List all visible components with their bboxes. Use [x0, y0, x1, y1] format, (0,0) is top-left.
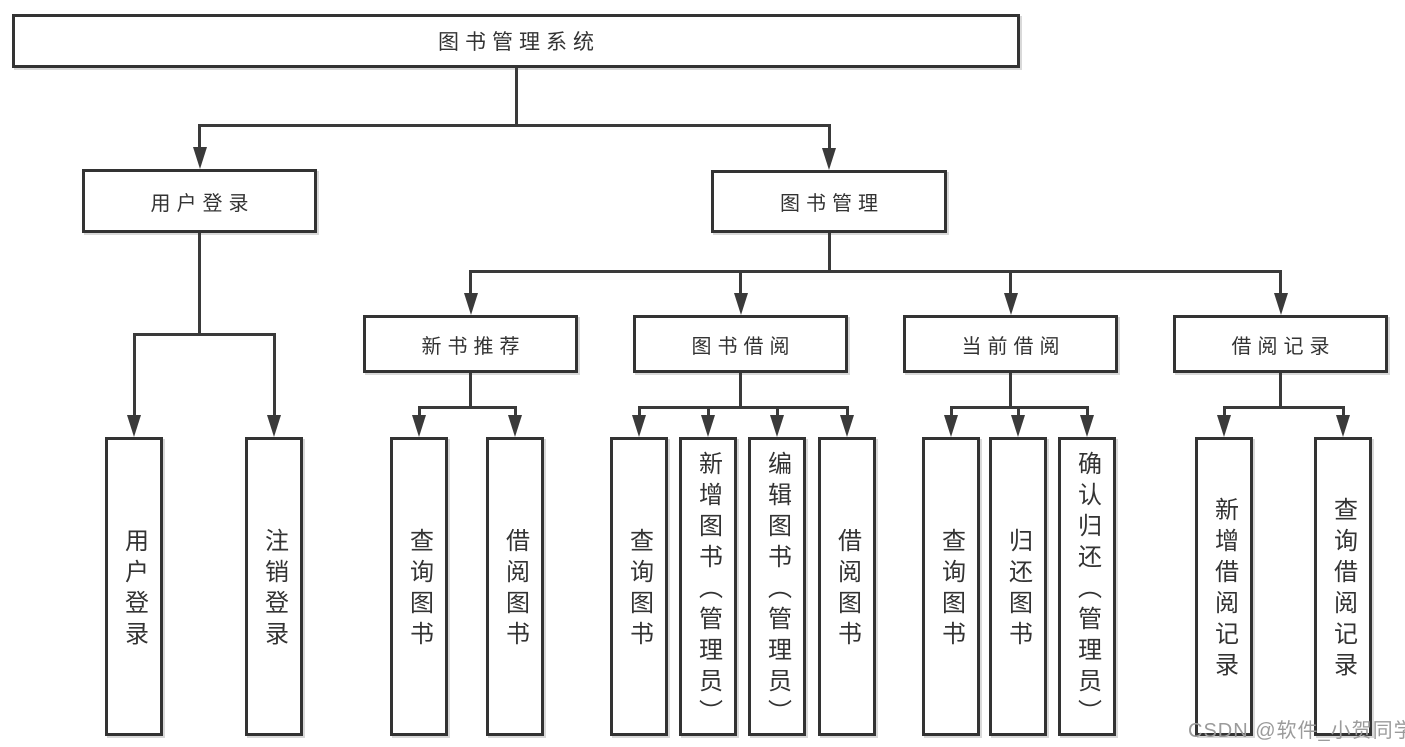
connector-drop-node-book-borrow: [739, 271, 742, 297]
node-current-borrow: 当前借阅: [903, 315, 1118, 373]
connector-stem-node-new-book-recommend: [469, 373, 472, 409]
node-label: 查询图书: [405, 528, 433, 652]
node-label: 查询图书: [625, 528, 653, 652]
connector-drop-node-new-book-recommend: [469, 271, 472, 297]
connector-drop-node-leaf-query-books-borrow: [637, 407, 641, 419]
node-leaf-borrow-books-recommend: 借阅图书: [486, 437, 544, 736]
node-label: 新书推荐: [421, 335, 526, 358]
connector-drop-node-leaf-borrow-books: [845, 407, 849, 419]
connector-stem-node-borrow-records: [1279, 373, 1282, 409]
node-label: 用户登录: [120, 528, 148, 652]
node-leaf-query-books-current: 查询图书: [922, 437, 980, 736]
down-arrowhead-icon-node-leaf-add-borrow-record: [1217, 415, 1231, 437]
node-label: 查询借阅记录: [1329, 497, 1357, 683]
node-book-management: 图书管理: [711, 170, 947, 233]
down-arrowhead-icon-node-current-borrow: [1003, 293, 1018, 315]
node-borrow-records: 借阅记录: [1173, 315, 1388, 373]
connector-drop-node-leaf-confirm-return-admin: [1085, 407, 1089, 419]
down-arrowhead-icon-node-leaf-add-books-admin: [701, 415, 715, 437]
node-new-book-recommend: 新书推荐: [363, 315, 578, 373]
connector-drop-node-leaf-return-books: [1016, 407, 1020, 419]
node-label: 图书管理系统: [438, 31, 600, 54]
node-user-login: 用户登录: [82, 169, 317, 233]
down-arrowhead-icon-node-leaf-return-books: [1011, 415, 1025, 437]
down-arrowhead-icon-node-leaf-edit-books-admin: [770, 415, 784, 437]
node-leaf-query-borrow-record: 查询借阅记录: [1314, 437, 1372, 736]
node-label: 查询图书: [937, 528, 965, 652]
connector-drop-node-leaf-logout: [272, 334, 276, 419]
connector-split-node-user-login: [132, 332, 276, 336]
node-leaf-edit-books-admin: 编辑图书（管理员）: [748, 437, 806, 736]
connector-drop-node-leaf-add-borrow-record: [1222, 407, 1226, 419]
down-arrowhead-icon-node-book-borrow: [733, 293, 748, 315]
connector-drop-node-leaf-user-login: [132, 334, 136, 419]
connector-stem-node-book-borrow: [739, 373, 742, 409]
node-leaf-return-books: 归还图书: [989, 437, 1047, 736]
node-leaf-query-books-recommend: 查询图书: [390, 437, 448, 736]
down-arrowhead-icon-node-leaf-query-borrow-record: [1336, 415, 1350, 437]
node-leaf-query-books-borrow: 查询图书: [610, 437, 668, 736]
node-leaf-confirm-return-admin: 确认归还（管理员）: [1058, 437, 1116, 736]
down-arrowhead-icon-node-book-management: [822, 148, 836, 170]
node-label: 归还图书: [1004, 528, 1032, 652]
down-arrowhead-icon-node-leaf-borrow-books-recommend: [508, 415, 522, 437]
node-leaf-borrow-books: 借阅图书: [818, 437, 876, 736]
node-label: 注销登录: [260, 528, 288, 652]
node-label: 确认归还（管理员）: [1073, 450, 1101, 730]
connector-drop-node-borrow-records: [1279, 271, 1282, 297]
down-arrowhead-icon-node-leaf-confirm-return-admin: [1080, 415, 1094, 437]
connector-drop-node-user-login: [198, 125, 201, 151]
connector-split-node-new-book-recommend: [417, 405, 517, 409]
connector-drop-node-current-borrow: [1009, 271, 1012, 297]
down-arrowhead-icon-node-leaf-logout: [267, 415, 281, 437]
connector-drop-node-leaf-query-borrow-record: [1341, 407, 1345, 419]
node-leaf-add-borrow-record: 新增借阅记录: [1195, 437, 1253, 736]
node-label: 图书借阅: [691, 335, 796, 358]
csdn-watermark: CSDN @软件_小贺同学: [1188, 720, 1405, 742]
node-label: 图书管理: [780, 193, 884, 215]
down-arrowhead-icon-node-leaf-query-books-current: [944, 415, 958, 437]
down-arrowhead-icon-node-new-book-recommend: [463, 293, 478, 315]
node-leaf-add-books-admin: 新增图书（管理员）: [679, 437, 737, 736]
node-label: 借阅记录: [1231, 335, 1336, 358]
node-label: 借阅图书: [833, 528, 861, 652]
down-arrowhead-icon-node-leaf-query-books-borrow: [632, 415, 646, 437]
node-label: 新增图书（管理员）: [694, 450, 722, 730]
node-leaf-logout: 注销登录: [245, 437, 303, 736]
connector-split-node-book-borrow: [637, 405, 849, 409]
node-label: 借阅图书: [501, 528, 529, 652]
node-label: 当前借阅: [961, 335, 1066, 358]
node-leaf-user-login: 用户登录: [105, 437, 163, 736]
down-arrowhead-icon-node-leaf-query-books-recommend: [412, 415, 426, 437]
connector-drop-node-leaf-add-books-admin: [706, 407, 710, 419]
down-arrowhead-icon-node-borrow-records: [1273, 293, 1288, 315]
connector-drop-node-book-management: [827, 125, 831, 152]
connector-split-node-book-management: [469, 269, 1282, 273]
down-arrowhead-icon-node-user-login: [192, 147, 207, 169]
connector-drop-node-leaf-borrow-books-recommend: [513, 407, 517, 419]
node-library-system: 图书管理系统: [12, 14, 1020, 68]
connector-split-node-library-system: [198, 123, 831, 127]
connector-drop-node-leaf-query-books-current: [949, 407, 953, 419]
connector-drop-node-leaf-query-books-recommend: [417, 407, 421, 419]
node-label: 编辑图书（管理员）: [763, 450, 791, 730]
connector-stem-node-user-login: [198, 233, 201, 336]
connector-stem-node-library-system: [514, 68, 518, 127]
node-label: 用户登录: [150, 192, 255, 215]
down-arrowhead-icon-node-leaf-user-login: [127, 415, 141, 437]
down-arrowhead-icon-node-leaf-borrow-books: [840, 415, 854, 437]
connector-split-node-borrow-records: [1222, 405, 1345, 409]
connector-stem-node-current-borrow: [1009, 373, 1012, 409]
node-book-borrow: 图书借阅: [633, 315, 848, 373]
connector-stem-node-book-management: [827, 233, 831, 273]
connector-drop-node-leaf-edit-books-admin: [775, 407, 779, 419]
node-label: 新增借阅记录: [1210, 497, 1238, 683]
